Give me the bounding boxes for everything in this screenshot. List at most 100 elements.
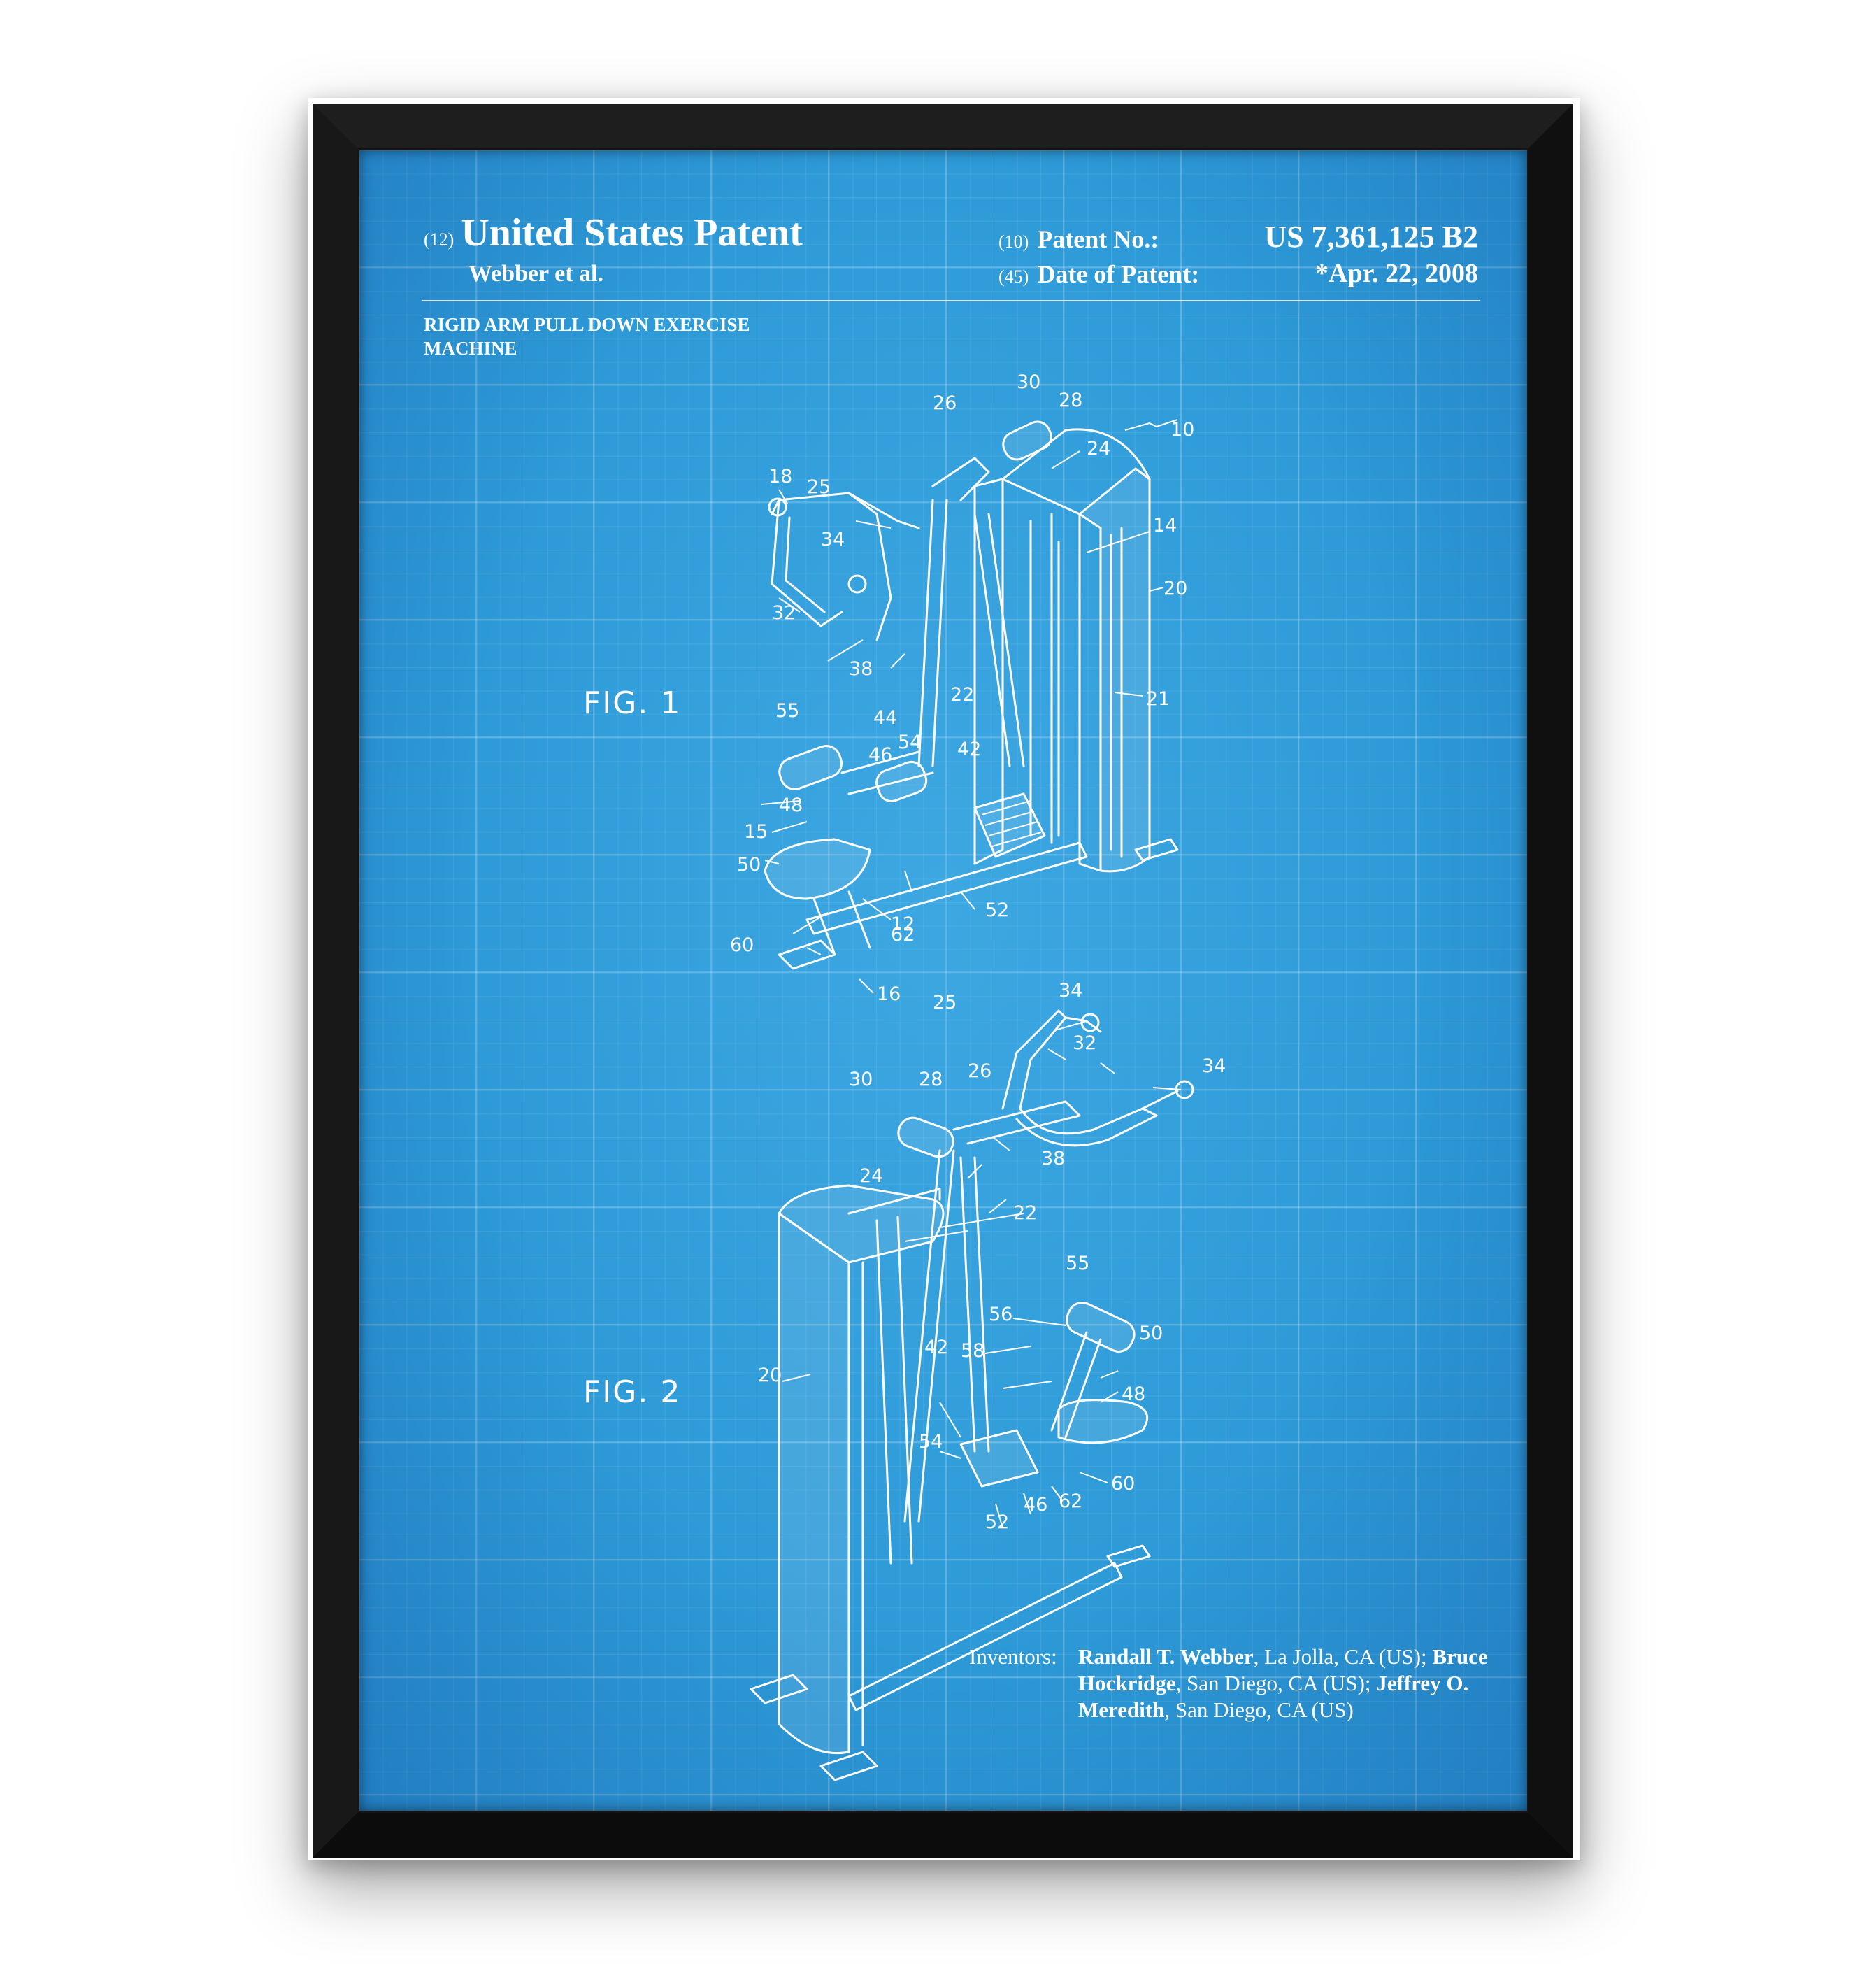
patent-drawing: 10 12 14 15 16 18 20 21 22 24 25 26 28 3… (730, 371, 1226, 1781)
fig1-ref-38: 38 (849, 658, 873, 680)
inventors-label: Inventors: (969, 1644, 1057, 1669)
patent-type-code: (12) (424, 229, 454, 250)
fig1-ref-54: 54 (898, 732, 922, 753)
fig1-tower-shroud (1078, 467, 1151, 873)
figure-2-label: FIG. 2 (583, 1374, 682, 1410)
fig1-tower-top (1001, 428, 1151, 480)
inventors-list: Randall T. Webber, La Jolla, CA (US); Br… (1078, 1644, 1498, 1723)
fig1-arm-upper (778, 492, 920, 529)
patent-number-label-text: Patent No.: (1037, 225, 1159, 253)
fig2-tower-shroud (778, 1212, 850, 1755)
figure-1-label: FIG. 1 (583, 685, 682, 721)
fig2-ref-34b: 34 (1202, 1055, 1226, 1077)
patent-date-label: (45) Date of Patent: (998, 259, 1199, 289)
fig2-base-foot-3 (1106, 1544, 1151, 1568)
fig1-base-rail (805, 841, 1088, 935)
fig1-shroud-lines (1110, 527, 1123, 858)
fig1-base-foot (778, 939, 836, 970)
fig1-foot-plate (973, 792, 1046, 858)
fig2-ref-42: 42 (924, 1337, 948, 1358)
fig1-ref-10: 10 (1170, 419, 1194, 441)
patent-type-text: United States Patent (461, 211, 803, 255)
fig2-ref-30: 30 (849, 1069, 873, 1090)
fig1-thigh-pad (778, 745, 843, 790)
figure-1-drawing: 10 12 14 15 16 18 20 21 22 24 25 26 28 3… (730, 371, 1194, 1005)
fig1-top-roller (1002, 420, 1052, 461)
fig2-ref-26: 26 (968, 1060, 991, 1082)
fig2-tower-edge (847, 1261, 864, 1753)
fig2-ref-46: 46 (1024, 1494, 1047, 1516)
fig2-tower-cap (847, 1188, 941, 1215)
fig1-tie-bar (917, 499, 948, 767)
fig2-thigh-pad (1066, 1302, 1136, 1353)
fig1-leaders-c (761, 800, 975, 934)
fig2-base-foot (750, 1674, 808, 1704)
fig1-ref-12: 12 (891, 913, 915, 935)
fig2-foot-plate (959, 1429, 1039, 1488)
fig1-ref-48: 48 (779, 795, 803, 816)
inventor-3-location: , San Diego, CA (US) (1164, 1697, 1354, 1722)
fig1-ref-50: 50 (737, 854, 761, 876)
fig1-ref-14: 14 (1153, 515, 1177, 536)
fig1-seat (764, 838, 871, 900)
invention-title: RIGID ARM PULL DOWN EXERCISE MACHINE (424, 314, 750, 359)
fig2-ref-60: 60 (1111, 1473, 1135, 1495)
fig2-upright (875, 1216, 913, 1565)
fig2-ref-20: 20 (758, 1365, 782, 1386)
fig2-ref-38: 38 (1041, 1148, 1065, 1169)
fig2-ref-56: 56 (989, 1304, 1012, 1325)
fig1-ref-25: 25 (807, 476, 831, 498)
fig1-ref-22: 22 (950, 684, 974, 706)
fig2-base-rail (847, 1562, 1123, 1711)
fig1-arm-handle (771, 499, 843, 627)
fig1-handle-grip-2 (847, 574, 867, 594)
blueprint-poster: (12) United States Patent Webber et al. (… (359, 150, 1527, 1811)
fig1-ref-62: 62 (891, 924, 915, 946)
fig1-tower-top-front (1001, 478, 1081, 515)
fig2-ref-55: 55 (1066, 1253, 1089, 1274)
fig1-guide-rods (1029, 513, 1060, 844)
patent-date-code: (45) (998, 266, 1029, 287)
fig1-upright (973, 478, 1004, 865)
fig1-ref-30: 30 (1017, 371, 1040, 393)
fig1-ref-44: 44 (873, 707, 897, 729)
fig2-leaders-b (904, 1136, 1024, 1242)
patent-number-code: (10) (998, 232, 1029, 252)
fig2-ref-54: 54 (919, 1431, 943, 1453)
fig1-ref-21: 21 (1146, 688, 1170, 710)
inventor-1-location: , La Jolla, CA (US); (1253, 1644, 1427, 1669)
patent-date: *Apr. 22, 2008 (1315, 259, 1478, 288)
fig2-leaders-d (939, 1402, 1108, 1529)
fig1-ref-46: 46 (868, 744, 892, 766)
fig2-tie-bar (903, 1149, 955, 1523)
fig1-seat-post (812, 890, 871, 956)
fig1-ref-18: 18 (768, 466, 792, 487)
fig2-leaders-a (1047, 1020, 1182, 1090)
fig2-tower-top (778, 1184, 945, 1264)
patent-author: Webber et al. (468, 261, 603, 287)
fig1-ref-28: 28 (1059, 390, 1082, 411)
fig1-ref-20: 20 (1163, 578, 1187, 599)
fig2-base-foot-2 (819, 1751, 878, 1781)
fig2-ref-52: 52 (985, 1511, 1009, 1533)
fig1-pad-arm (840, 750, 934, 795)
fig2-ref-48: 48 (1122, 1383, 1145, 1405)
patent-type: (12) United States Patent (424, 211, 803, 255)
figure-2-drawing: 20 22 24 25 26 28 30 32 34 34 38 42 46 4… (750, 980, 1226, 1781)
fig2-lever (959, 1156, 990, 1453)
patent-number: US 7,361,125 B2 (1264, 220, 1478, 254)
fig2-ref-25: 25 (933, 992, 957, 1013)
inventor-3-name: Jeffrey O. Meredith (1078, 1671, 1469, 1722)
fig2-ref-22: 22 (1013, 1202, 1037, 1224)
fig2-ref-32: 32 (1073, 1032, 1096, 1054)
fig1-ref-42: 42 (957, 739, 981, 760)
fig1-leaders-d (806, 947, 874, 994)
fig1-leaders-b (778, 489, 905, 669)
patent-number-label: (10) Patent No.: (998, 225, 1159, 254)
patent-date-label-text: Date of Patent: (1037, 260, 1200, 288)
fig1-top-beam (931, 457, 990, 501)
fig1-ref-52: 52 (985, 899, 1009, 921)
fig1-ref-15: 15 (744, 821, 768, 843)
fig2-ref-28: 28 (919, 1069, 943, 1090)
fig2-pad-arm (1050, 1331, 1102, 1439)
